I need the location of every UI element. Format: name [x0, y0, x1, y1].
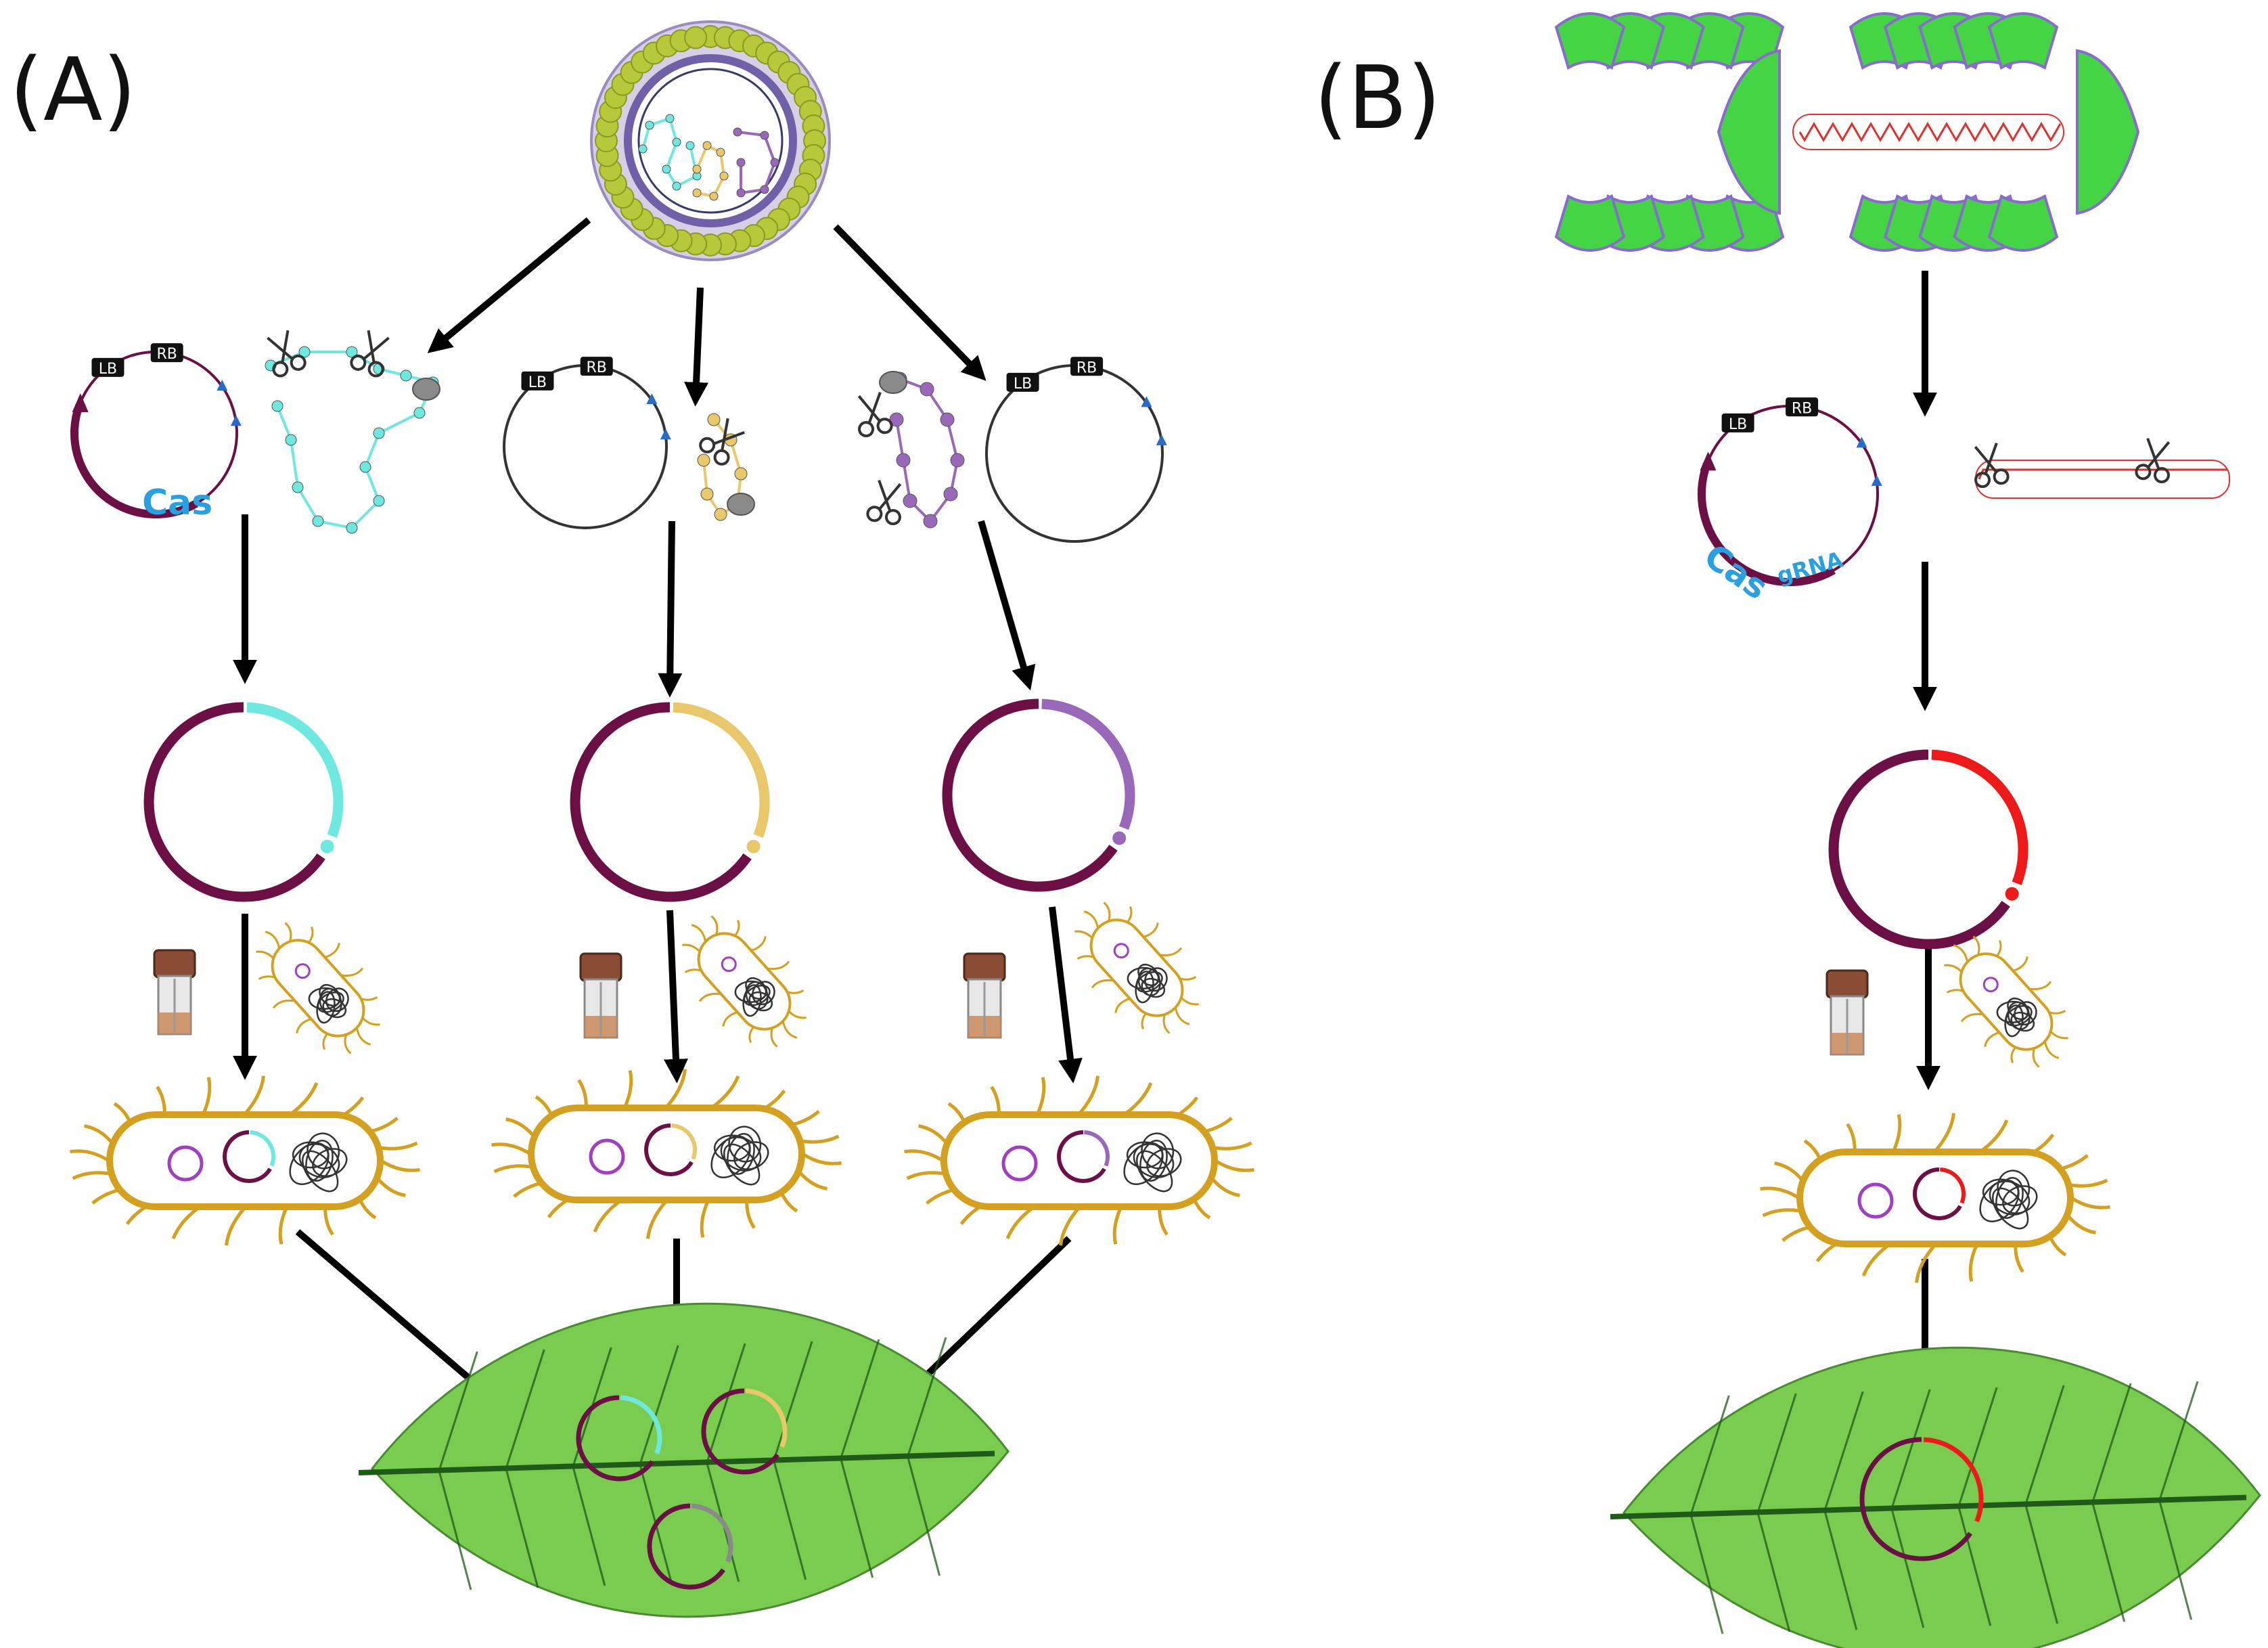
promoter-marker: [217, 380, 228, 391]
bacterium-icon-3: [1074, 901, 1199, 1034]
agrobacterium-b: [1760, 1113, 2110, 1283]
scissors-icon-1: [267, 330, 307, 378]
recombinant-plasmid-b: [1828, 749, 2028, 950]
cuvette-icon-2: [579, 952, 622, 1039]
plasmid-lb-label: LB: [1014, 376, 1032, 393]
bacterium-icon-b: [1944, 935, 2068, 1068]
promoter-marker: [1856, 437, 1867, 448]
agrobacterium-2: [491, 1069, 842, 1239]
terminator-marker: [660, 428, 671, 440]
scissors-icon-2: [350, 330, 390, 378]
panel-label-a: (A): [9, 40, 137, 141]
plasmid-lb-box: LB: [521, 371, 554, 391]
plasmid-rb-label: RB: [157, 346, 177, 363]
plasmid-rb-label: RB: [1076, 359, 1097, 376]
cuvette-icon-b: [1825, 969, 1869, 1056]
leaf-icon-b: [1610, 1346, 2261, 1648]
cas-vector: LB RB: [70, 343, 242, 518]
binary-vector-2: LB RB: [503, 357, 671, 529]
panel-label-b: (B): [1314, 48, 1441, 149]
leaf-plasmid-b: [1859, 1437, 1984, 1561]
leaf-plasmid-3: [647, 1503, 733, 1590]
plasmid-rb-box: RB: [150, 343, 183, 363]
flow-arrows: [233, 217, 1941, 1400]
flow-arrow: [427, 217, 591, 353]
plasmid-rb-label: RB: [587, 359, 607, 376]
cuvette-icon-3: [963, 952, 1006, 1039]
scissors-icon-b2: [2135, 437, 2171, 484]
terminator-marker: [230, 415, 242, 426]
rna-segment-3: [889, 372, 965, 529]
plasmid-rb-box: RB: [1070, 357, 1104, 376]
plasmid-lb-label: LB: [528, 374, 547, 391]
flow-arrow: [978, 520, 1036, 691]
plasmid-lb-label: LB: [1729, 416, 1747, 433]
plasmid-rb-box: RB: [580, 357, 613, 376]
recombinant-plasmid-1: [143, 702, 344, 902]
plasmid-rb-box: RB: [1786, 397, 1819, 417]
terminator-marker: [1871, 474, 1882, 486]
rna-segment-1: [265, 346, 439, 534]
virus-rna-segment-3: [733, 127, 779, 198]
insert-arrowhead: [746, 839, 761, 853]
flow-arrow: [901, 1236, 1072, 1400]
agrobacterium-1: [70, 1075, 420, 1246]
scissors-icon-3: [699, 418, 745, 466]
flow-arrow: [684, 287, 709, 407]
virus-rna-segment-1: [638, 114, 702, 191]
virus-rna-segment-2: [692, 141, 729, 201]
scissors-icon-b1: [1974, 442, 2010, 489]
plasmid-lb-box: LB: [1721, 413, 1754, 433]
recombinant-plasmid-3: [942, 698, 1135, 892]
linear-dna-fragment: [1975, 460, 2230, 499]
flow-arrow: [663, 910, 688, 1084]
virus-particle-icon: [590, 20, 831, 261]
promoter-marker: [1141, 396, 1152, 407]
vpg-protein-3: [879, 371, 907, 394]
plasmid-lb-box: LB: [1006, 372, 1039, 393]
cuvette-icon-1: [153, 949, 196, 1035]
leaf-icon-a: [358, 1302, 1010, 1618]
plasmid-rb-label: RB: [1792, 400, 1812, 417]
flow-arrow: [295, 1229, 490, 1396]
scissors-icon-5: [866, 479, 902, 526]
bacterium-icon-1: [256, 922, 380, 1054]
insert-arrowhead: [2005, 887, 2019, 901]
leaf-plasmid-1: [576, 1395, 662, 1482]
geminivirus-particle-icon: [1554, 12, 2140, 252]
flow-arrow: [1049, 906, 1083, 1084]
scissors-icon-4: [857, 391, 893, 438]
flow-arrow: [658, 520, 683, 698]
promoter-marker: [646, 393, 658, 405]
agrobacterium-3: [904, 1075, 1254, 1246]
binary-vector-3: LB RB: [985, 357, 1167, 543]
cas-label-b: Cas: [1697, 536, 1775, 607]
plasmid-lb-label: LB: [99, 361, 117, 378]
vpg-protein-1: [412, 378, 440, 401]
vpg-protein-2: [727, 493, 755, 516]
terminator-marker: [1156, 434, 1167, 445]
cas-label: Cas: [142, 483, 212, 523]
flow-arrow: [833, 224, 986, 381]
cas-grna-vector: LB RB: [1697, 397, 1882, 587]
plasmid-lb-box: LB: [91, 357, 124, 378]
insert-arrowhead: [1112, 831, 1127, 845]
insert-arrowhead: [320, 839, 334, 853]
leaf-plasmid-2: [701, 1388, 788, 1475]
recombinant-plasmid-2: [570, 702, 770, 902]
bacterium-icon-2: [682, 915, 807, 1048]
